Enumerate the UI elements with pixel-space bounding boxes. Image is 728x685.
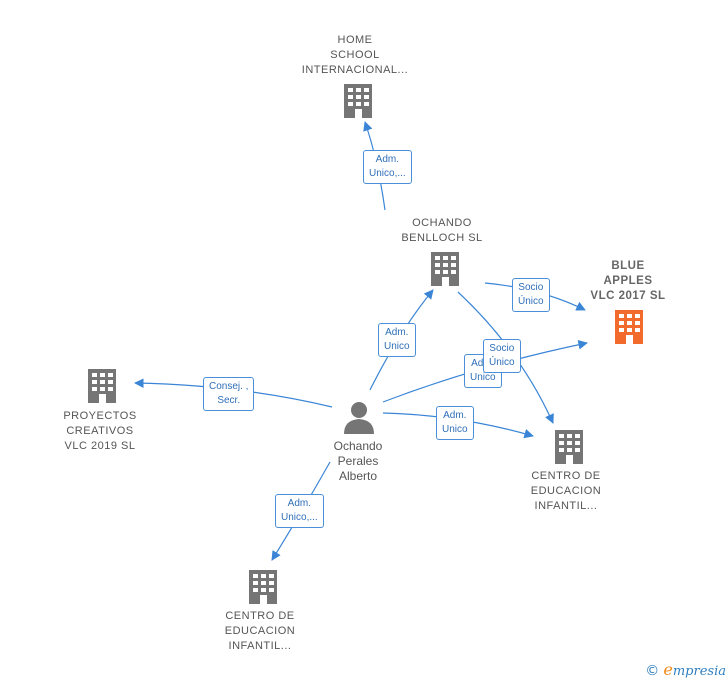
node-label-home-school[interactable]: HOME SCHOOL INTERNACIONAL... xyxy=(295,33,415,78)
edge-label-benlloch-blue[interactable]: Socio Único xyxy=(512,278,550,312)
label-line: APPLES xyxy=(603,275,653,287)
brand-logo-initial: e xyxy=(663,660,673,679)
edge-label-line: Adm. xyxy=(385,327,409,338)
edge-label-line: Consej. , xyxy=(209,381,249,392)
edge-label-benlloch-centro[interactable]: Socio Único xyxy=(483,339,521,373)
label-line: HOME xyxy=(337,34,373,46)
node-label-centro-bottom[interactable]: CENTRO DE EDUCACION INFANTIL... xyxy=(200,609,320,654)
edge-label-line: Unico xyxy=(470,372,496,383)
node-label-proyectos-creativos[interactable]: PROYECTOS CREATIVOS VLC 2019 SL xyxy=(40,409,160,454)
edge-label-line: Único xyxy=(518,296,544,307)
label-line: SCHOOL xyxy=(330,49,380,61)
building-icon[interactable] xyxy=(431,252,459,286)
building-icon-highlighted[interactable] xyxy=(615,310,643,344)
empresia-footer[interactable]: © empresia xyxy=(645,660,726,679)
label-line: BENLLOCH SL xyxy=(401,232,483,244)
edge-label-line: Unico,... xyxy=(369,168,406,179)
label-line: EDUCACION xyxy=(530,485,602,497)
label-line: Alberto xyxy=(338,469,378,483)
label-line: PROYECTOS xyxy=(63,410,137,422)
label-line: INTERNACIONAL... xyxy=(301,64,409,76)
edge-label-line: Socio xyxy=(489,343,515,354)
label-line: INFANTIL... xyxy=(228,640,292,652)
label-line: OCHANDO xyxy=(412,217,472,229)
edge-label-line: Secr. xyxy=(217,395,241,406)
edge-label-benlloch-home[interactable]: Adm. Unico,... xyxy=(363,150,412,184)
edge-label-person-benlloch[interactable]: Adm. Unico xyxy=(378,323,416,357)
label-line: CENTRO DE xyxy=(225,610,295,622)
edge-label-line: Único xyxy=(489,357,515,368)
edge-label-line: Adm. xyxy=(375,154,400,165)
edge-label-line: Adm. xyxy=(470,357,496,371)
brand-logo-text: mpresia xyxy=(672,664,726,679)
node-label-blue-apples[interactable]: BLUE APPLES VLC 2017 SL xyxy=(568,259,688,304)
person-icon[interactable] xyxy=(344,402,374,434)
label-line: BLUE xyxy=(611,260,645,272)
edge-label-person-centro-bottom[interactable]: Adm. Unico,... xyxy=(275,494,324,528)
label-line: Perales xyxy=(337,454,379,468)
edge-label-line: Unico,... xyxy=(281,512,318,523)
edge-label-person-proyectos[interactable]: Consej. , Secr. xyxy=(203,377,255,411)
label-line: VLC 2017 SL xyxy=(590,290,666,302)
label-line: VLC 2019 SL xyxy=(64,440,136,452)
node-label-centro-right[interactable]: CENTRO DE EDUCACION INFANTIL... xyxy=(506,469,626,514)
label-line: Ochando xyxy=(333,439,383,453)
building-icon[interactable] xyxy=(249,570,277,604)
building-icon[interactable] xyxy=(88,369,116,403)
label-line: CENTRO DE xyxy=(531,470,601,482)
building-icon[interactable] xyxy=(344,84,372,118)
edge-label-line: Unico xyxy=(442,424,468,435)
edge-label-line: Adm. xyxy=(287,498,312,509)
label-line: CREATIVOS xyxy=(66,425,134,437)
edge-label-line: Adm. xyxy=(443,410,467,421)
edge-label-person-centro-right[interactable]: Adm. Unico xyxy=(436,406,474,440)
edge-label-line: Unico xyxy=(384,341,410,352)
copyright-symbol: © xyxy=(645,663,660,679)
building-icon[interactable] xyxy=(555,430,583,464)
label-line: EDUCACION xyxy=(224,625,296,637)
label-line: INFANTIL... xyxy=(534,500,598,512)
node-label-ochando-benlloch[interactable]: OCHANDO BENLLOCH SL xyxy=(382,216,502,246)
node-label-person[interactable]: Ochando Perales Alberto xyxy=(298,439,418,484)
edge-label-line: Socio xyxy=(518,282,544,293)
